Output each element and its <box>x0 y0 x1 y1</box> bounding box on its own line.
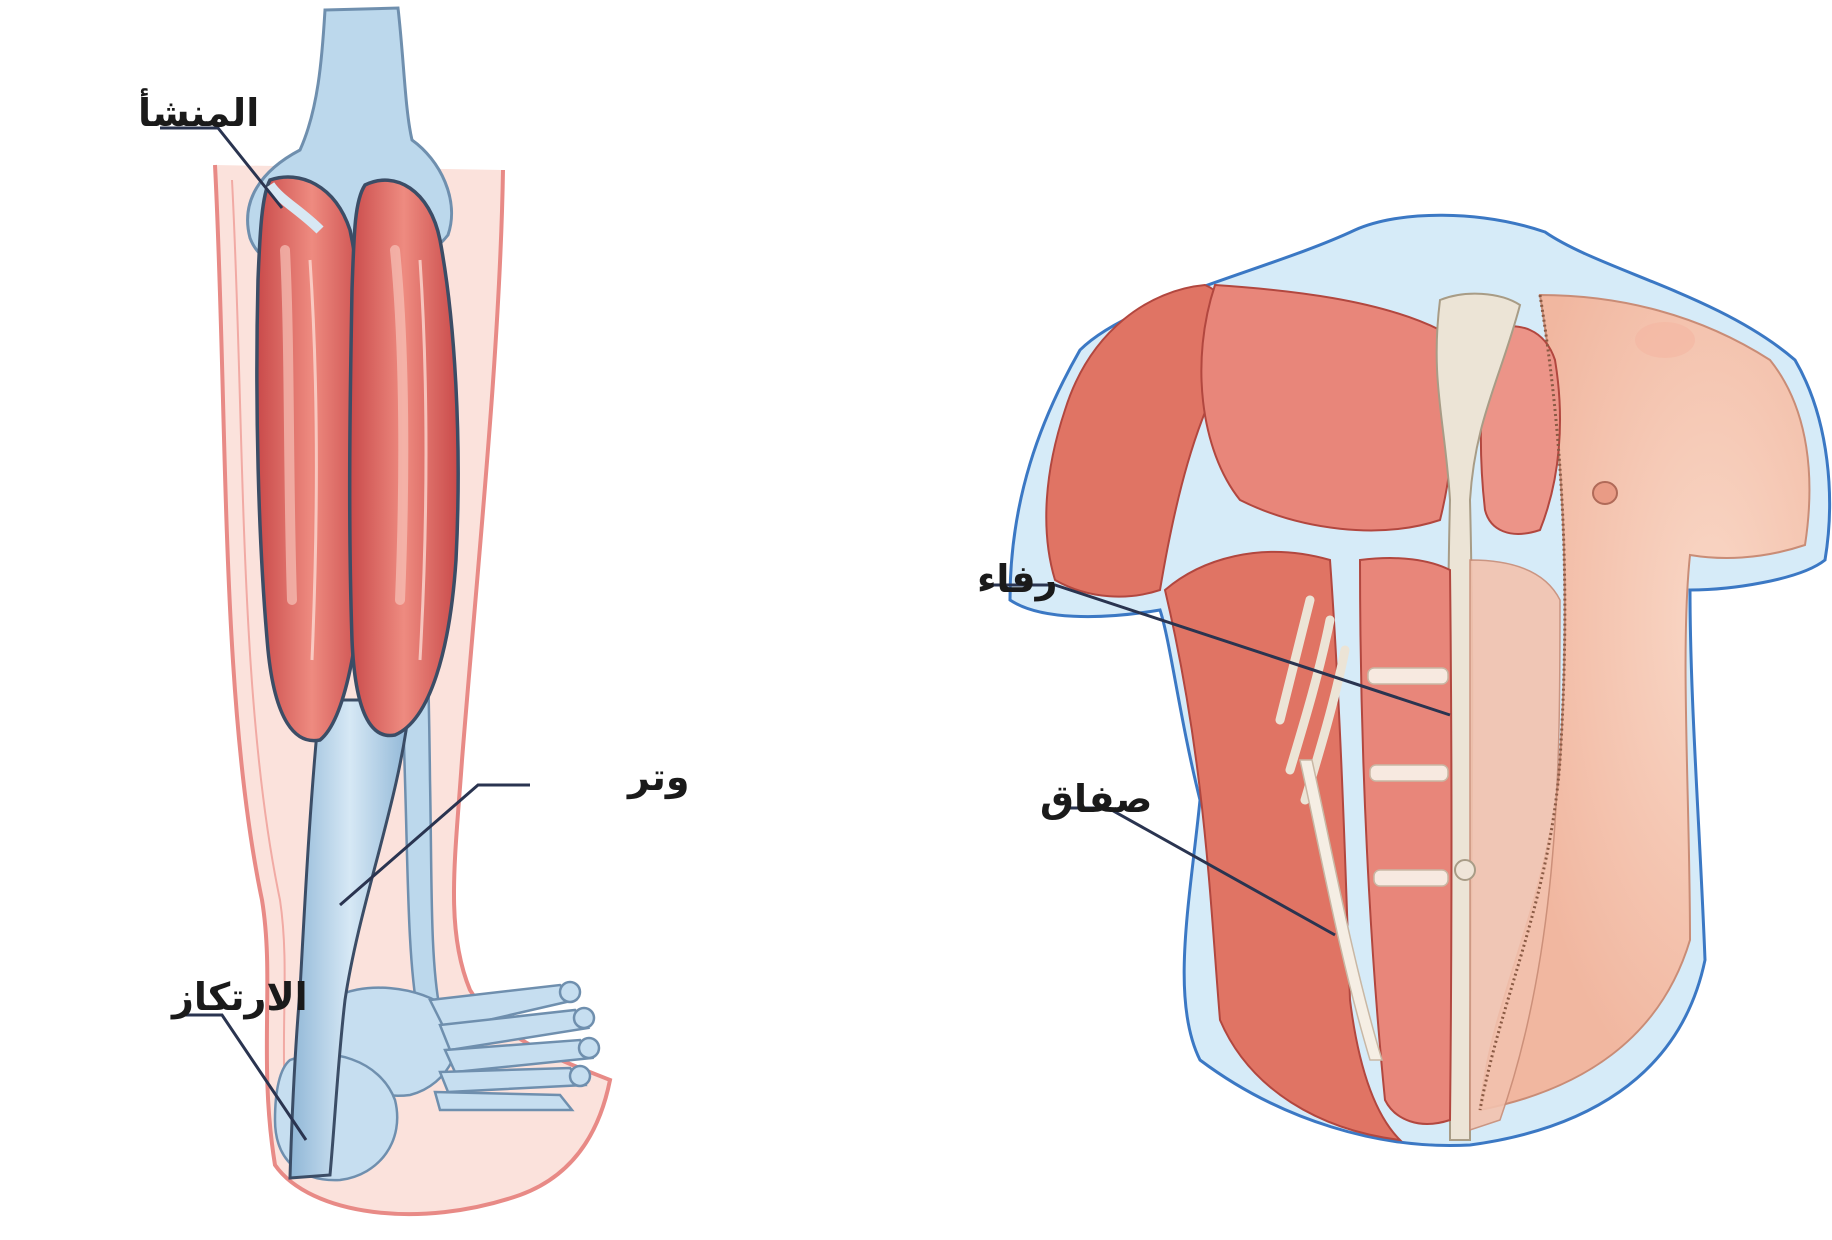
pectoral-muscle <box>1201 285 1453 530</box>
label-origin: المنشأ <box>138 88 259 135</box>
label-fascia: صفاق <box>1040 777 1152 821</box>
label-aponeurosis: رفاء <box>977 557 1057 601</box>
torso-illustration <box>992 215 1830 1145</box>
label-tendon: وتر <box>626 755 690 800</box>
label-insertion: الارتكاز <box>170 975 308 1019</box>
leg-illustration <box>160 8 610 1214</box>
